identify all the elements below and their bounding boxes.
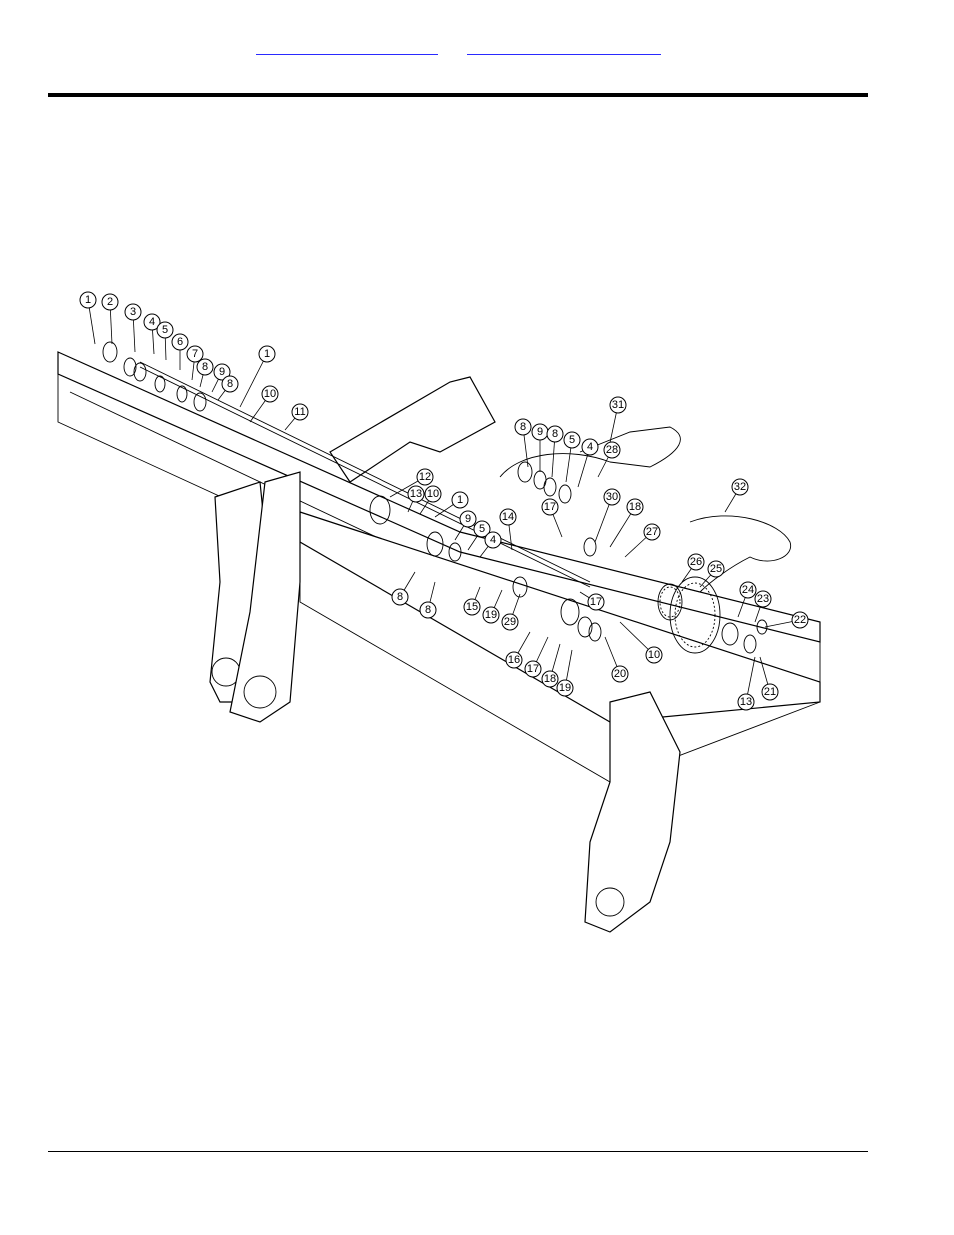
callout-number: 30 [606,491,618,503]
callout-number: 18 [544,673,556,685]
callout-number: 3 [130,306,136,318]
callout-number: 1 [85,294,91,306]
footer-rule [48,1151,868,1152]
callout-number: 19 [559,682,571,694]
callout-number: 10 [648,649,660,661]
callout-4: 4 [578,439,598,487]
callout-32: 32 [725,479,748,512]
callout-number: 12 [419,471,431,483]
callout-number: 8 [425,604,431,616]
callout-number: 18 [629,501,641,513]
callout-number: 19 [485,609,497,621]
callout-number: 24 [742,584,754,596]
frame-bar-lower [300,512,820,782]
leg-right [585,692,680,932]
callout-number: 5 [569,434,575,446]
callout-number: 7 [192,348,198,360]
callout-number: 8 [202,361,208,373]
callout-number: 1 [457,494,463,506]
callout-8: 8 [515,419,531,467]
callout-number: 4 [490,534,496,546]
callout-number: 9 [537,426,543,438]
callout-5: 5 [157,322,173,360]
callout-number: 6 [177,336,183,348]
callout-number: 8 [227,378,233,390]
callout-17: 17 [542,499,562,537]
callout-number: 13 [410,488,422,500]
callout-number: 28 [606,444,618,456]
callout-number: 21 [764,686,776,698]
exploded-parts-diagram: 1234567898110118985431283018172732121310… [50,282,830,942]
callout-number: 1 [264,348,270,360]
callout-number: 15 [466,601,478,613]
callout-number: 26 [690,556,702,568]
callout-1: 1 [80,292,96,344]
callout-number: 9 [465,513,471,525]
callout-8: 8 [197,359,213,387]
header-rule [48,93,868,97]
callout-9: 9 [532,424,548,472]
callout-number: 14 [502,511,514,523]
callout-number: 27 [646,526,658,538]
callout-number: 8 [552,428,558,440]
callout-8: 8 [547,426,563,477]
callout-number: 2 [107,296,113,308]
callout-number: 11 [294,406,305,418]
callout-27: 27 [625,524,660,557]
callout-11: 11 [285,404,308,430]
callout-number: 31 [612,399,624,411]
callout-number: 17 [527,663,539,675]
callout-number: 8 [520,421,526,433]
callout-5: 5 [564,432,580,482]
callout-number: 9 [219,366,225,378]
callout-3: 3 [125,304,141,352]
callout-13: 13 [408,486,424,512]
callout-number: 20 [614,668,626,680]
callout-number: 17 [544,501,556,513]
callout-number: 4 [587,441,593,453]
header-link-left[interactable] [256,38,438,55]
callout-number: 5 [479,523,485,535]
callout-number: 4 [149,316,155,328]
callout-number: 29 [504,616,516,628]
callout-number: 25 [710,563,722,575]
callout-number: 8 [397,591,403,603]
callout-number: 13 [740,696,752,708]
callout-number: 10 [427,488,439,500]
callout-number: 22 [794,614,806,626]
callout-number: 5 [162,324,168,336]
callout-number: 17 [590,596,602,608]
callout-18: 18 [610,499,643,547]
callout-number: 16 [508,654,520,666]
callout-2: 2 [102,294,118,344]
callout-30: 30 [595,489,620,542]
frame-arm-top [330,377,495,482]
callout-number: 32 [734,481,746,493]
callout-number: 10 [264,388,276,400]
callout-6: 6 [172,334,188,370]
header-link-right[interactable] [467,38,661,55]
callout-number: 23 [757,593,769,605]
callout-10: 10 [250,386,278,422]
